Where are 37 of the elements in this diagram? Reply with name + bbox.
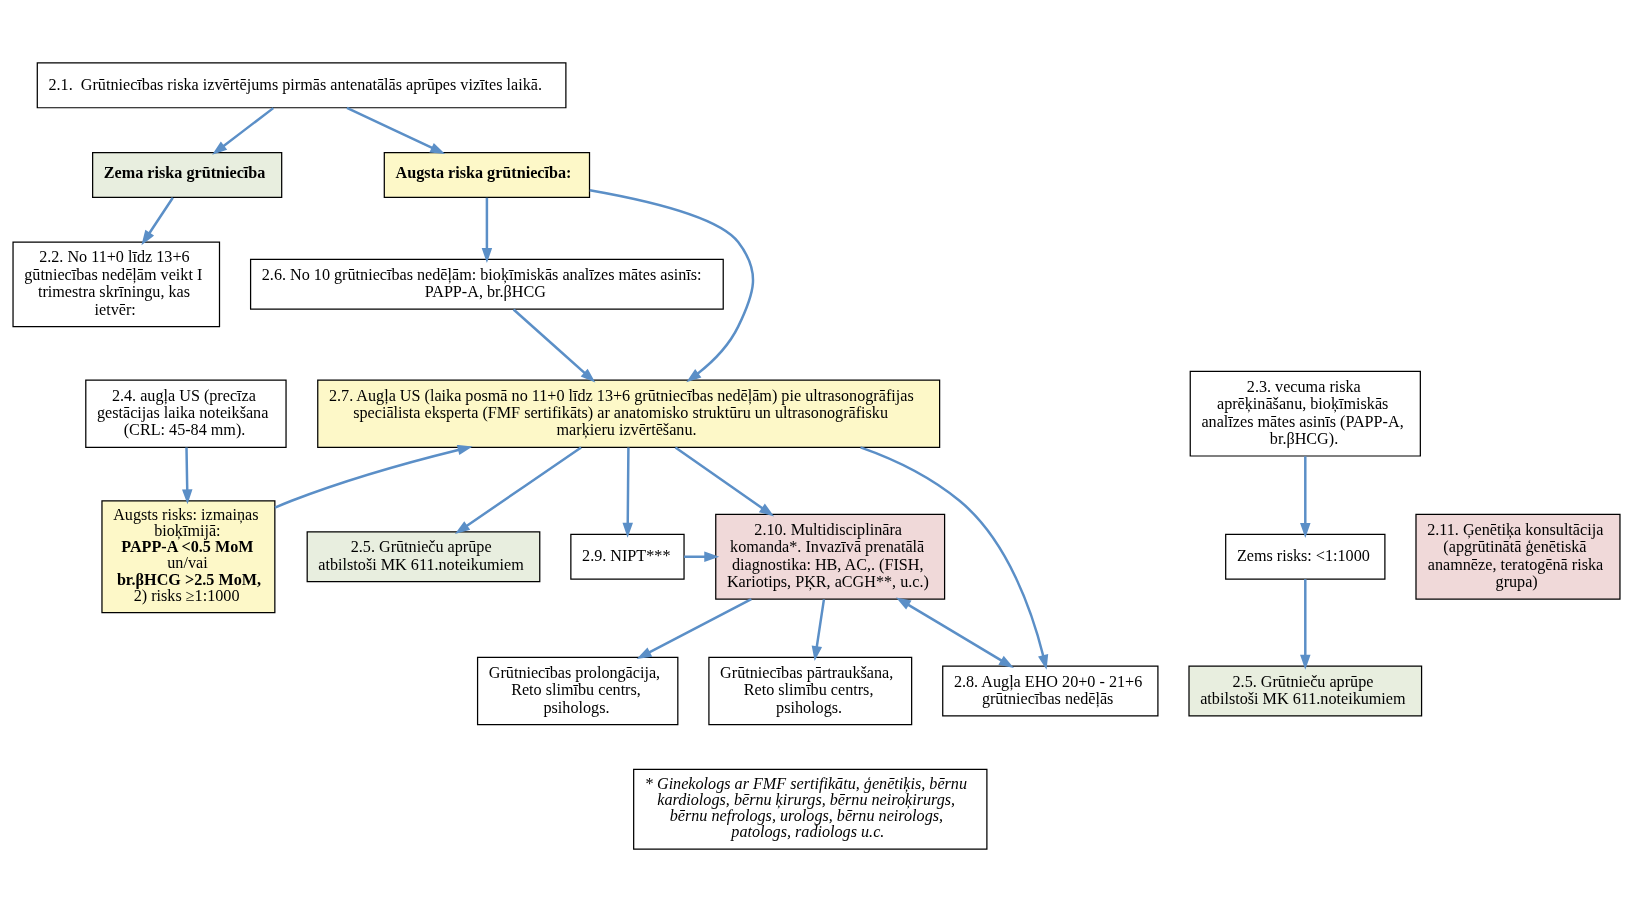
arrow [622, 447, 633, 538]
node-box: 2.5. Grūtnieču aprūpe atbilstoši MK 611.noteikumiem [1188, 665, 1423, 717]
arrow [141, 196, 174, 245]
node-box: 2.8. Augļa EHO 20+0 - 21+6 grūtniecības nedēļās [942, 665, 1159, 717]
arrow [636, 597, 752, 659]
arrow [212, 106, 275, 155]
arrow [684, 551, 720, 562]
arrow [896, 596, 1014, 668]
arrow [1300, 578, 1311, 670]
arrow [589, 188, 755, 382]
arrow [274, 444, 473, 509]
node-box: Zems risks: <1:1000 [1225, 533, 1386, 580]
node-box: 2.6. No 10 grūtniecības nedēļām: bioķīmiskās analīzes mātes asinīs: PAPP-A, br.βHCG [249, 258, 724, 310]
arrow [811, 598, 826, 661]
arrow [454, 446, 582, 534]
node-box: Augsta riska grūtniecība: [383, 151, 591, 198]
arrow [860, 445, 1049, 670]
node-box: Grūtniecības pārtraukšana, Reto slimību centrs, psihologs. [708, 656, 913, 725]
node-box: 2.9. NIPT*** [570, 533, 685, 580]
node-box: 2.3. vecuma riska aprēķināšanu, bioķīmiskās analīzes mātes asinīs (PAPP-A, br.βHCG). [1189, 370, 1421, 457]
node-box: 2.10. Multidisciplināra komanda*. Invazīvā prenatālā diagnostika: HB, AC,. (FISH, Kariotips, PĶR, aCGH**, u.c.) [715, 513, 946, 600]
arrow [182, 447, 193, 504]
node-box: Grūtniecības prolongācija, Reto slimību centrs, psihologs. [476, 656, 679, 725]
node-box: 2.2. No 11+0 līdz 13+6 gūtniecības nedēļām veikt I trimestra skrīningu, kas ietvēr: [12, 240, 221, 327]
node-box: 2.11. Ģenētiķa konsultācija (apgrūtinātā ģenētiskā anamnēze, teratogēnā riska grupa) [1415, 513, 1621, 600]
arrow [346, 106, 446, 154]
node-box: 2.5. Grūtnieču aprūpe atbilstoši MK 611.noteikumiem [306, 530, 541, 582]
arrow [674, 446, 775, 516]
arrow [481, 197, 493, 263]
node-box: * Ginekologs ar FMF sertifikātu, ģenētiķis, bērnu kardiologs, bērnu ķirurgs, bērnu neiroķirurgs, bērnu nefrologs, urologs, bērnu neirologs, patologs, radiologs u.c. [633, 768, 988, 850]
node-box: Augsts risks: izmaiņas bioķīmijā: PAPP-A <0.5 MoM un/vai br.βHCG >2.5 MoM, 2) risks ≥1:1000 [101, 499, 276, 613]
arrow [1300, 455, 1311, 538]
node-box: 2.7. Augļa US (laika posmā no 11+0 līdz 13+6 grūtniecības nedēļām) pie ultrasonogrāfijas speciālista eksperta (FMF sertifikāts) ar anatomisko struktūru un ultrasonogrāfisku marķieru izvērtēšanu. [317, 379, 941, 448]
arrow [512, 308, 596, 383]
node-box: 2.4. augļa US (precīza gestācijas laika noteikšana (CRL: 45-84 mm). [85, 379, 287, 448]
node-box: Zema riska grūtniecība [92, 151, 283, 198]
node-box: 2.1. Grūtniecības riska izvērtējums pirmās antenatālās aprūpes vizītes laikā. [36, 61, 567, 108]
